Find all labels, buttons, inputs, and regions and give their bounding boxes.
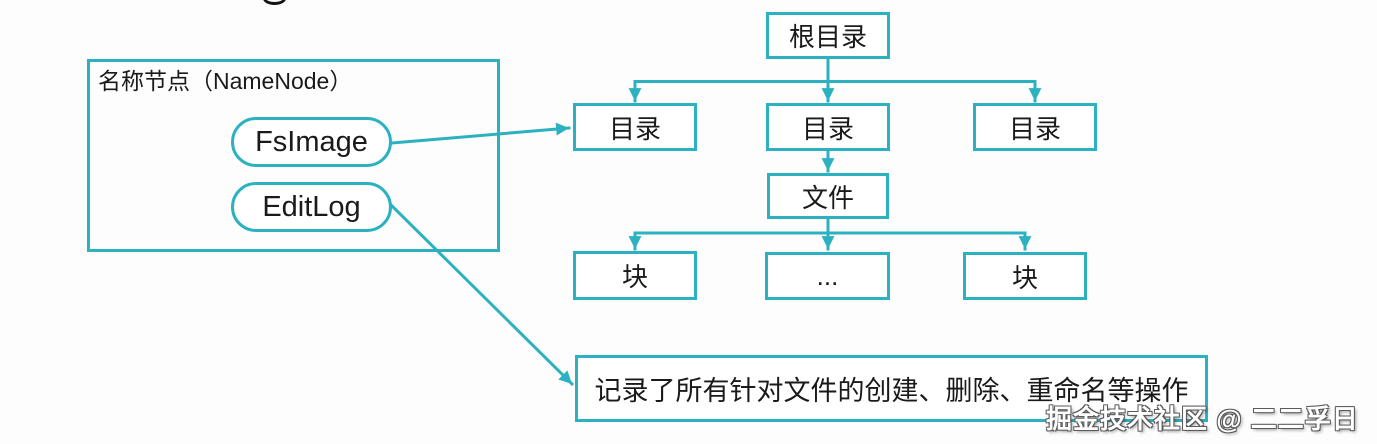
tree-node-label: 目录 [1008, 113, 1061, 144]
tree-node-root-directory: 根目录 [766, 12, 890, 59]
connector-file-to-blocks-bar [633, 217, 1027, 235]
connector-arrow-fsimage-to-dir [390, 122, 571, 145]
tree-node-label: 目录 [608, 113, 661, 144]
tree-node-label: ... [816, 260, 839, 291]
editlog-note-text: 记录了所有针对文件的创建、删除、重命名等操作 [594, 376, 1189, 406]
tree-node-label: 根目录 [788, 22, 867, 52]
namenode-panel-title: 名称节点（NameNode） [98, 68, 353, 94]
tree-node-block-right: 块 [963, 252, 1087, 300]
connector-arrow-editlog-to-note [388, 202, 575, 387]
editlog-note-box: 记录了所有针对文件的创建、删除、重命名等操作 [575, 355, 1208, 422]
editlog-label: EditLog [262, 190, 361, 223]
tree-node-label: 文件 [801, 182, 854, 213]
tree-node-directory-right: 目录 [973, 103, 1097, 151]
tree-node-block-left: 块 [573, 251, 697, 300]
fsimage-label: FsImage [255, 125, 368, 158]
tree-node-directory-left: 目录 [573, 103, 697, 151]
namenode-panel [87, 59, 500, 252]
tree-node-file: 文件 [767, 173, 889, 219]
editlog-pill: EditLog [231, 182, 392, 232]
fsimage-pill: FsImage [231, 117, 392, 167]
tree-node-label: 块 [1011, 262, 1038, 293]
watermark-text: 掘金技术社区 @ 二二孚日 [1046, 404, 1359, 434]
tree-node-directory-middle: 目录 [766, 103, 890, 151]
tree-node-label: 块 [621, 262, 648, 292]
connector-root-to-dirs-bar [633, 56, 1037, 83]
tree-node-block-ellipsis: ... [765, 252, 890, 300]
tree-node-label: 目录 [801, 113, 854, 144]
